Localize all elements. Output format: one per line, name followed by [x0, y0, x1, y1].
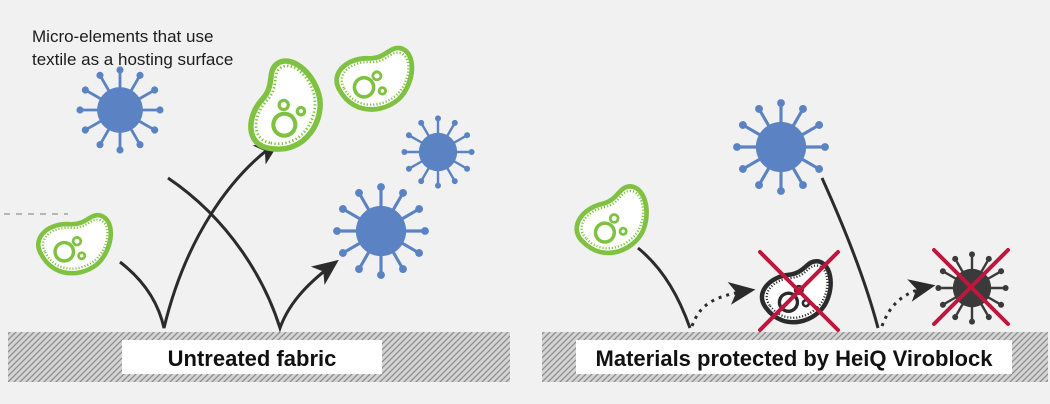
- dotted-arrow-icon: [690, 282, 756, 327]
- bacteria-icon: [331, 42, 423, 120]
- dotted-arrow-icon: [880, 279, 936, 327]
- caption-line-1: Micro-elements that use: [32, 27, 213, 46]
- cross-icon: [758, 250, 840, 332]
- cross-icon: [932, 248, 1010, 326]
- virus-icon: [76, 66, 163, 153]
- bacteria-icon: [569, 179, 662, 266]
- bacteria-icon: [34, 210, 121, 283]
- fabric-label: Materials protected by HeiQ Viroblock: [596, 346, 994, 371]
- bacteria-icon: [244, 56, 333, 161]
- virus-icon: [333, 183, 429, 279]
- panel-untreated: Untreated fabric Micro-elements that use…: [8, 27, 510, 382]
- panel-protected: Materials protected by HeiQ Viroblock: [542, 99, 1048, 382]
- arrow-icon: [167, 176, 339, 333]
- arrow-icon: [820, 177, 880, 329]
- virus-icon: [401, 115, 474, 188]
- fabric-label-box: [122, 340, 382, 374]
- caption: Micro-elements that use textile as a hos…: [32, 27, 233, 69]
- caption-line-2: textile as a hosting surface: [32, 50, 233, 69]
- arrow-icon: [119, 139, 281, 329]
- arrow-icon: [637, 246, 692, 329]
- virus-icon: [733, 99, 829, 195]
- fabric-label: Untreated fabric: [168, 346, 337, 371]
- fabric-label-box: [576, 340, 1012, 374]
